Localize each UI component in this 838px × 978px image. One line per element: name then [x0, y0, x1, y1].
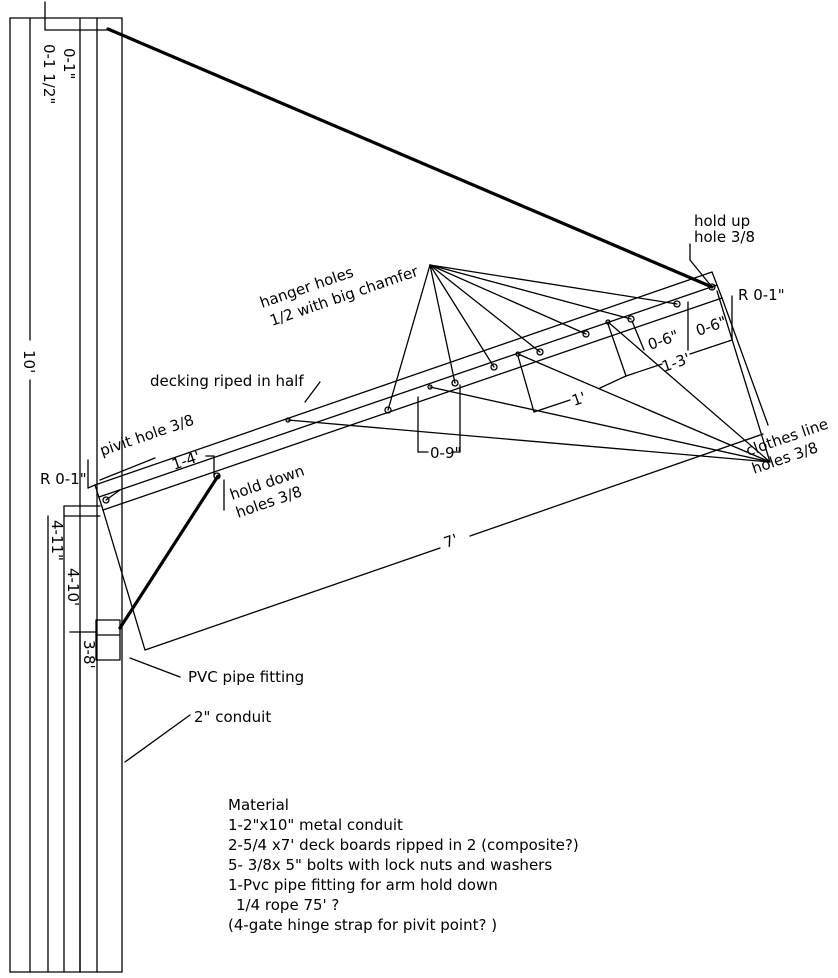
- dim-end-radius: R 0-1": [738, 286, 785, 304]
- dim-pivot-spacing: 1-4': [169, 447, 202, 473]
- label-decking: decking riped in half: [150, 372, 304, 390]
- pvc-leader: [129, 657, 181, 678]
- label-hold-up-2: hole 3/8: [694, 228, 755, 246]
- material-item: (4-gate hinge strap for pivit point? ): [228, 916, 497, 934]
- dim-pole-length: 10': [20, 350, 38, 373]
- label-pvc: PVC pipe fitting: [188, 668, 304, 686]
- material-heading: Material: [228, 796, 289, 814]
- conduit-leader: [124, 714, 191, 763]
- material-item: 5- 3/8x 5" bolts with lock nuts and wash…: [228, 856, 552, 874]
- hanger-leaders: [387, 264, 678, 411]
- hole-spacing-dims: [417, 295, 769, 453]
- arm-board: [94, 271, 723, 511]
- dim-arm-length: 7': [441, 530, 460, 551]
- hold-up-leader: [689, 243, 713, 288]
- dim-top-1-5: 0-1 1/2": [40, 44, 58, 104]
- dim-hole-9: 0-9": [430, 444, 461, 462]
- material-item: 1-2"x10" metal conduit: [228, 816, 403, 834]
- dim-pivot-height-a: 4-11": [48, 520, 66, 561]
- material-list: Material 1-2"x10" metal conduit 2-5/4 x7…: [228, 796, 579, 934]
- dim-fitting-height: 3-8': [80, 640, 98, 669]
- material-item: 2-5/4 x7' deck boards ripped in 2 (compo…: [228, 836, 579, 854]
- dim-hole-13: 1-3': [659, 349, 692, 375]
- clothesline-leaders: [287, 290, 771, 463]
- dim-hole-6b: 0-6": [693, 313, 729, 340]
- dim-hole-1: 1': [569, 388, 588, 409]
- hold-down-strut: [118, 474, 220, 630]
- label-conduit: 2" conduit: [194, 708, 271, 726]
- dim-pivot-radius: R 0-1": [40, 470, 87, 488]
- dim-top-1: 0-1": [60, 48, 78, 79]
- dim-pivot-height-b: 4-10': [64, 568, 82, 606]
- support-rope: [106, 27, 714, 289]
- arm-length-dim: [102, 433, 764, 651]
- decking-leader: [304, 381, 321, 403]
- label-hold-up: hold up: [694, 212, 750, 230]
- pvc-fitting: [95, 619, 121, 661]
- material-item: 1/4 rope 75' ?: [236, 896, 339, 914]
- dim-hole-6a: 0-6": [645, 327, 681, 354]
- material-item: 1-Pvc pipe fitting for arm hold down: [228, 876, 498, 894]
- pivot-dims: [47, 455, 225, 973]
